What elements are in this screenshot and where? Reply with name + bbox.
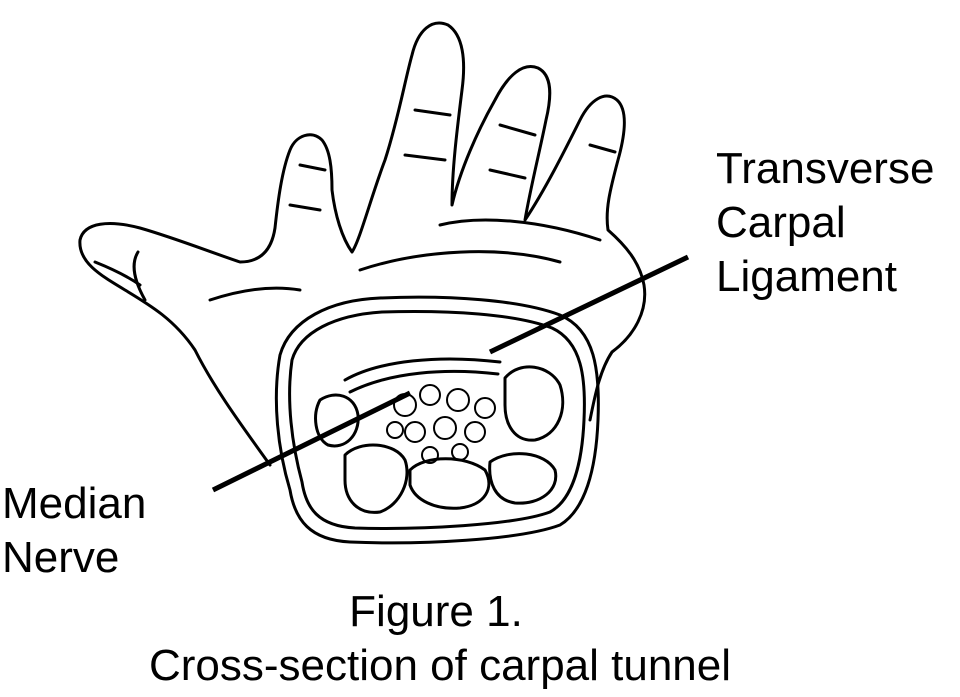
palm-line xyxy=(208,286,302,302)
ligament-band xyxy=(343,357,502,382)
label-line: Transverse xyxy=(716,144,935,193)
thumb-crease-2 xyxy=(132,250,147,302)
label-line: Ligament xyxy=(716,252,898,301)
wrist-cross-section-outer xyxy=(274,295,600,545)
nerve-leader-line xyxy=(211,390,412,493)
label-median-nerve: Median Nerve xyxy=(2,477,146,585)
finger-crease xyxy=(488,168,527,180)
wrist-cross-section-inner xyxy=(288,310,586,530)
palm-line xyxy=(438,218,602,242)
figure-caption: Cross-section of carpal tunnel xyxy=(148,641,732,690)
hand-outline xyxy=(78,21,647,467)
carpal-bone xyxy=(408,457,491,510)
label-line: Median xyxy=(2,479,147,528)
carpal-bone xyxy=(503,365,565,442)
finger-crease xyxy=(498,123,537,137)
label-line: Nerve xyxy=(2,533,120,582)
carpal-bone xyxy=(343,443,409,514)
finger-crease xyxy=(288,203,322,212)
label-transverse-carpal-ligament: Transverse Carpal Ligament xyxy=(716,142,934,304)
label-line: Carpal xyxy=(716,198,846,247)
carpal-bone xyxy=(488,452,558,505)
ligament-leader-line xyxy=(488,254,690,355)
finger-crease xyxy=(413,108,452,117)
carpal-bone xyxy=(314,393,360,448)
figure-number: Figure 1. xyxy=(349,587,523,636)
finger-crease xyxy=(588,143,617,154)
finger-crease xyxy=(403,153,447,162)
ligament-band-2 xyxy=(348,369,500,394)
finger-crease xyxy=(298,163,327,172)
palm-line xyxy=(358,250,562,272)
